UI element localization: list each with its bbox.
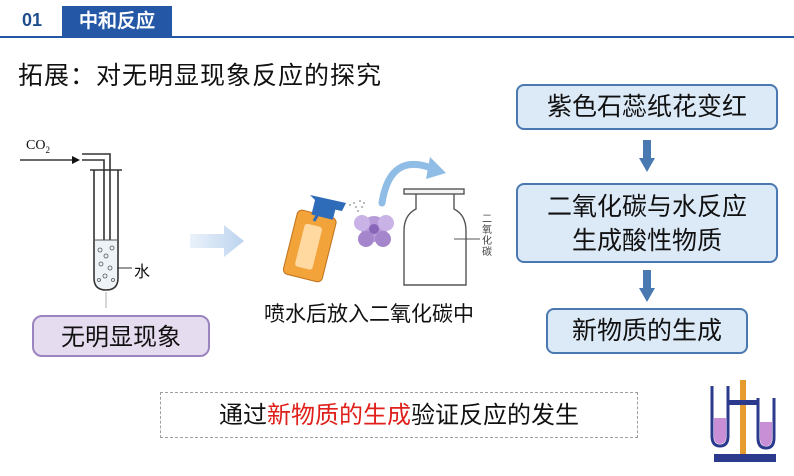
gas-jar xyxy=(403,188,480,286)
header-divider xyxy=(0,36,794,38)
experiment-caption: 喷水后放入二氧化碳中 xyxy=(264,302,474,326)
down-arrow-icon xyxy=(639,270,655,302)
test-tube-diagram xyxy=(20,153,132,308)
jar-label: 二氧化碳 xyxy=(482,214,492,258)
water-label: 水 xyxy=(134,262,151,281)
observation-box: 无明显现象 xyxy=(32,315,210,357)
spray-bottle-icon xyxy=(282,195,346,283)
section-number: 01 xyxy=(22,10,43,30)
flow-step-2-line2: 生成酸性物质 xyxy=(571,226,722,255)
conclusion-highlight: 新物质的生成 xyxy=(267,401,411,429)
flow-step-2-line1: 二氧化碳与水反应 xyxy=(546,192,747,221)
page-title: 拓展：对无明显现象反应的探究 xyxy=(18,61,383,90)
flow-step-2: 二氧化碳与水反应 生成酸性物质 xyxy=(516,183,778,263)
flow-step-3: 新物质的生成 xyxy=(546,308,748,354)
conclusion-prefix: 通过 xyxy=(219,401,267,429)
test-tube xyxy=(93,170,119,291)
flow-step-1: 紫色石蕊纸花变红 xyxy=(516,84,778,130)
conclusion-suffix: 验证反应的发生 xyxy=(411,401,579,429)
bubbles xyxy=(97,245,115,282)
spray-experiment-diagram xyxy=(282,157,480,286)
right-arrow-icon xyxy=(190,225,244,257)
delivery-tube xyxy=(82,153,111,280)
curved-arrow-icon xyxy=(378,161,438,207)
purple-flower-icon xyxy=(354,215,394,247)
gas-arrow-head xyxy=(72,156,80,164)
lab-equipment-icon xyxy=(710,380,776,462)
section-title: 中和反应 xyxy=(62,6,172,36)
down-arrow-icon xyxy=(639,140,655,172)
spray-mist xyxy=(349,200,365,212)
conclusion-box: 通过新物质的生成验证反应的发生 xyxy=(160,392,638,438)
gas-label: CO2 xyxy=(26,138,50,155)
